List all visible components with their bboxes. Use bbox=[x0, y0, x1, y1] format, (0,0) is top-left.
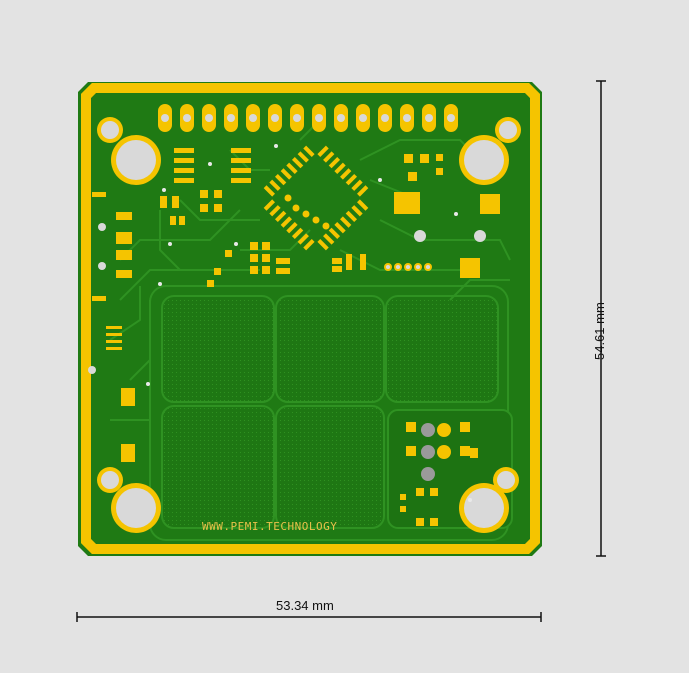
header-pins bbox=[158, 104, 458, 132]
copper-pour-zones bbox=[149, 285, 513, 541]
qfp-via bbox=[292, 204, 300, 212]
qfp-pad bbox=[334, 222, 346, 234]
header-pin-hole bbox=[337, 114, 345, 122]
qfp-pad bbox=[317, 145, 329, 157]
header-pin-hole bbox=[425, 114, 433, 122]
qfp-pad bbox=[323, 151, 335, 163]
vias bbox=[88, 144, 486, 502]
qfp-pad bbox=[274, 173, 287, 186]
qfp-pad bbox=[334, 162, 346, 174]
qfp-pad bbox=[269, 205, 281, 217]
qfp-pad bbox=[345, 210, 358, 223]
edge-ring bbox=[81, 83, 540, 554]
qfp-pad bbox=[351, 179, 363, 191]
qfp-pad bbox=[263, 199, 275, 211]
qfp-pad bbox=[317, 239, 329, 251]
header-pin-hole bbox=[205, 114, 213, 122]
qfp-pad bbox=[303, 239, 315, 251]
header-pin-hole bbox=[359, 114, 367, 122]
header-pin-hole bbox=[403, 114, 411, 122]
qfp-pad bbox=[280, 168, 292, 180]
qfp-chip-footprint bbox=[263, 145, 369, 251]
qfp-pad bbox=[340, 168, 352, 180]
qfp-via bbox=[322, 222, 330, 230]
height-dimension-label: 54.61 mm bbox=[592, 302, 607, 360]
qfp-pad bbox=[297, 151, 309, 163]
qfp-pad bbox=[286, 162, 298, 174]
qfp-pad bbox=[280, 216, 292, 228]
header-pin-hole bbox=[381, 114, 389, 122]
header-pin-hole bbox=[315, 114, 323, 122]
qfp-pad bbox=[303, 145, 315, 157]
silkscreen-text: WWW.PEMI.TECHNOLOGY bbox=[202, 520, 337, 533]
header-pin-hole bbox=[249, 114, 257, 122]
qfp-pad bbox=[291, 156, 304, 169]
qfp-pad bbox=[357, 185, 369, 197]
width-dimension-line bbox=[76, 612, 542, 622]
qfp-pad bbox=[340, 216, 352, 228]
qfp-pad bbox=[357, 199, 369, 211]
header-pin-hole bbox=[293, 114, 301, 122]
header-pin-hole bbox=[183, 114, 191, 122]
qfp-via bbox=[302, 210, 310, 218]
width-dimension-label: 53.34 mm bbox=[276, 598, 334, 613]
qfp-pad bbox=[274, 210, 287, 223]
qfp-pad bbox=[291, 227, 304, 240]
qfp-pad bbox=[269, 179, 281, 191]
qfp-via bbox=[284, 194, 292, 202]
smd-pads bbox=[92, 148, 500, 526]
header-pin-hole bbox=[447, 114, 455, 122]
qfp-via bbox=[312, 216, 320, 224]
qfp-pad bbox=[297, 233, 309, 245]
qfp-pad bbox=[263, 185, 275, 197]
qfp-pad bbox=[328, 227, 341, 240]
qfp-pad bbox=[351, 205, 363, 217]
height-dimension-line bbox=[596, 80, 606, 557]
qfp-pad bbox=[345, 173, 358, 186]
header-pin-hole bbox=[161, 114, 169, 122]
qfp-pad bbox=[286, 222, 298, 234]
header-pin-hole bbox=[271, 114, 279, 122]
header-pin-hole bbox=[227, 114, 235, 122]
qfp-pad bbox=[323, 233, 335, 245]
mounting-holes bbox=[97, 117, 521, 533]
qfp-pad bbox=[328, 156, 341, 169]
